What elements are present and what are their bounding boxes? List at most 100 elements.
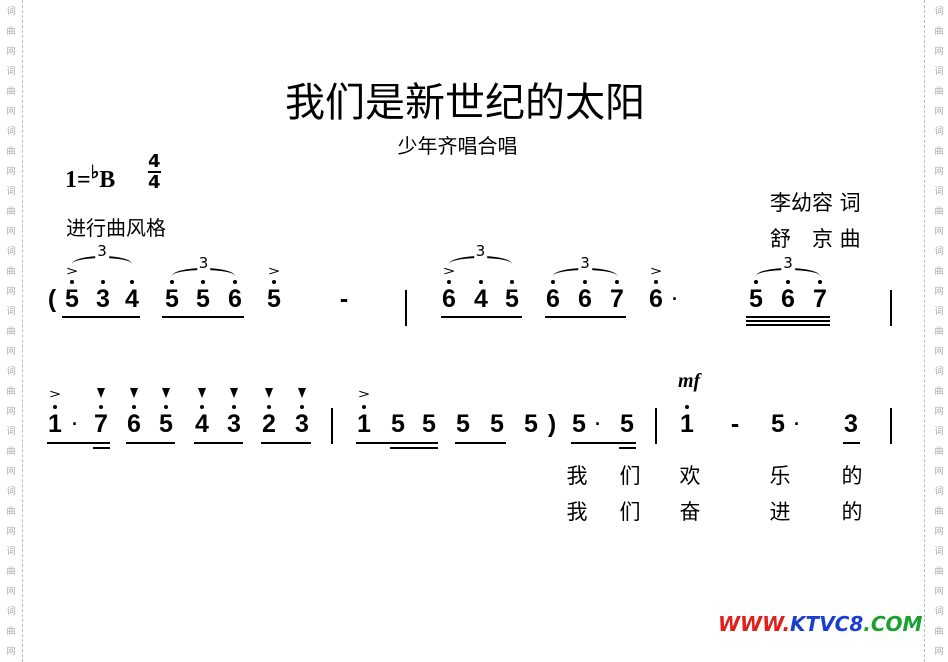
watermark: 词曲网 [934,67,944,117]
note: 7 [91,405,111,438]
watermark: 词曲网 [6,187,16,237]
watermark: 词曲网 [6,547,16,597]
triplet-number: 3 [473,242,488,260]
lyric: 奋 [679,500,701,524]
note: 1 [45,405,65,438]
note: 6 [575,280,595,313]
accent-mark: > [649,263,663,279]
composer: 舒 京 曲 [770,227,861,251]
right-border [924,0,925,662]
beam [93,447,110,449]
lyric: 乐 [769,464,791,488]
note: 5 [771,410,785,438]
watermark: 词曲网 [934,427,944,477]
beam [390,447,438,449]
augmentation-dot: · [595,414,601,434]
beam [545,316,626,318]
note: - [730,410,740,438]
lyric: 的 [841,500,863,524]
beam [126,442,175,444]
accent-mark: > [357,386,371,402]
site-logo: WWW.KTVC8.COM [718,612,922,636]
watermark: 词曲网 [6,67,16,117]
flat-sign: ♭ [90,162,100,182]
key-note: B [99,167,116,193]
note: 4 [122,280,142,313]
barline [405,290,407,326]
note: 6 [778,280,798,313]
note: - [339,285,349,313]
key-prefix: 1= [65,167,91,193]
note: 7 [810,280,830,313]
beam [455,442,506,444]
lyric: 我 [566,500,588,524]
note: 5 [502,280,522,313]
beam [47,442,110,444]
watermark: 词曲网 [6,607,16,657]
augmentation-dot: · [672,289,678,309]
note: 3 [93,280,113,313]
watermark: 词曲网 [934,127,944,177]
beam [162,316,244,318]
note: 3 [844,410,858,438]
note: 6 [124,405,144,438]
staccato-mark [230,388,238,398]
augmentation-dot: · [794,414,800,434]
note: 5 [156,405,176,438]
staccato-mark [265,388,273,398]
lyric: 欢 [679,464,701,488]
key-signature: 1=♭B [65,162,115,194]
note: 5 [264,280,284,313]
note: 5 [572,410,586,438]
beam [62,316,140,318]
note: 5 [524,410,538,438]
note: 2 [259,405,279,438]
left-border [22,0,23,662]
watermark: 词曲网 [934,307,944,357]
subtitle: 少年齐唱合唱 [397,134,518,158]
staccato-mark [97,388,105,398]
note: 5 [620,410,634,438]
tempo-style: 进行曲风格 [66,216,166,240]
note: 4 [192,405,212,438]
time-num: 4 [148,151,161,172]
beam [571,442,636,444]
watermark: 词曲网 [934,247,944,297]
staccato-mark [198,388,206,398]
beam [441,316,522,318]
watermark: 词曲网 [934,187,944,237]
lyric: 我 [566,464,588,488]
beam [746,316,830,318]
barline [331,408,333,444]
lyricist: 李幼容 词 [770,191,861,215]
note: 3 [292,405,312,438]
note: 5 [391,410,405,438]
lyric: 的 [841,464,863,488]
beam [746,320,830,322]
beam [356,442,438,444]
watermark: 词曲网 [934,607,944,657]
staccato-mark [298,388,306,398]
barline [655,408,657,444]
staccato-mark [162,388,170,398]
site-ktv: KTVC8 [790,612,864,636]
augmentation-dot: · [72,414,78,434]
note: 6 [543,280,563,313]
site-www: WWW. [718,612,791,636]
watermark: 词曲网 [934,7,944,57]
song-title: 我们是新世纪的太阳 [285,80,645,126]
note: 6 [225,280,245,313]
watermark: 词曲网 [6,7,16,57]
barline [890,408,892,444]
time-signature: 4 4 [148,152,161,192]
site-com: .COM [863,612,923,636]
beam [746,324,830,326]
lyric: 们 [619,464,641,488]
lyric: 们 [619,500,641,524]
note: 4 [471,280,491,313]
watermark: 词曲网 [934,367,944,417]
watermark: 词曲网 [6,427,16,477]
note: 1 [354,405,374,438]
barline [890,290,892,326]
